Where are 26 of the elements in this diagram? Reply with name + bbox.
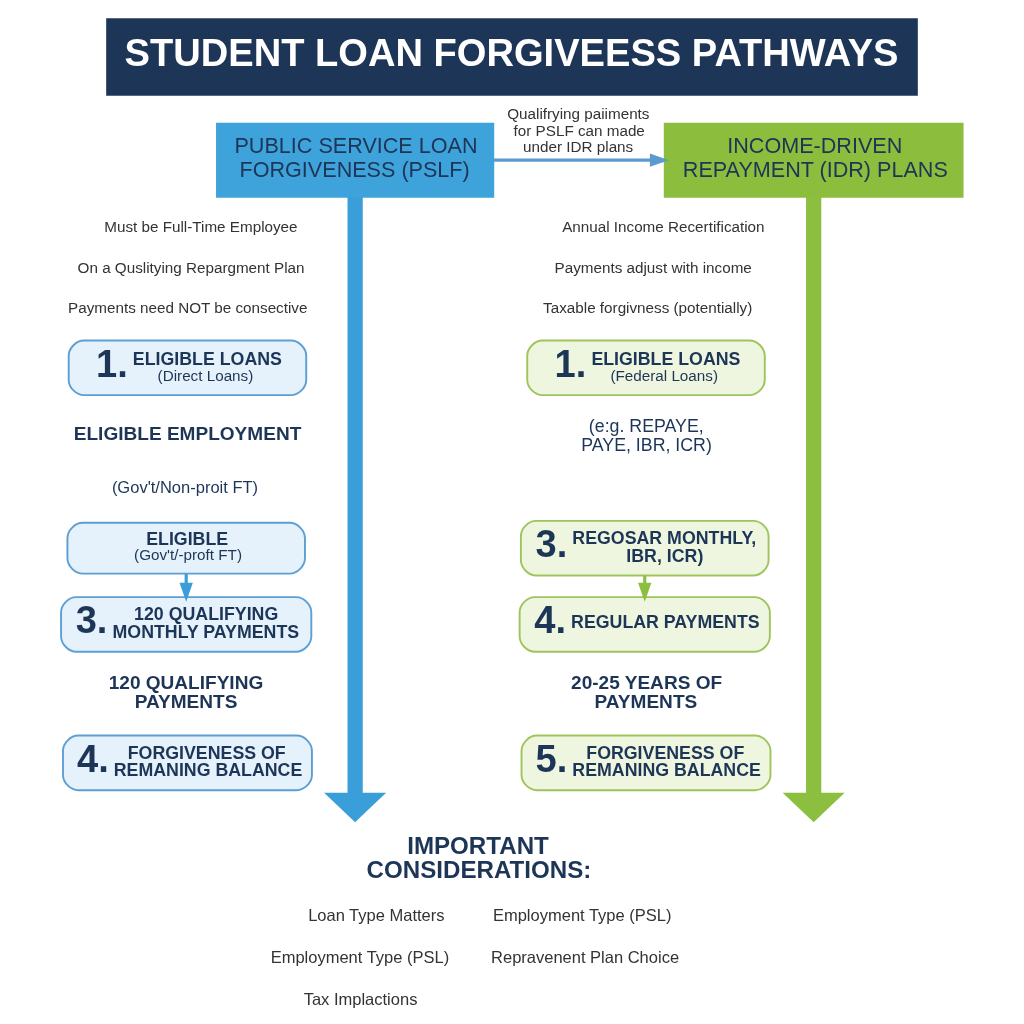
edge-label: Qualifrying paiiments for PSLF can made under IDR plans [507, 105, 650, 156]
node-box: INCOME-DRIVEN REPAYMENT (IDR) PLANS [663, 122, 964, 198]
node-box: 4.REGULAR PAYMENTS [518, 596, 771, 653]
label: 20-25 YEARS OF PAYMENTS [571, 671, 723, 712]
arrow [782, 197, 845, 823]
label: Annual Income Recertification [562, 218, 765, 236]
label: On a Quslitying Repargment Plan [77, 258, 305, 276]
label: Payments need NOT be consective [68, 299, 308, 317]
label: Must be Full-Time Employee [104, 218, 298, 236]
label: Tax Implactions [303, 989, 418, 1008]
label: 120 QUALIFYING PAYMENTS [108, 671, 264, 712]
label: Employment Type (PSL) [270, 948, 450, 967]
label: IMPORTANT CONSIDERATIONS: [366, 831, 592, 883]
node-box: PUBLIC SERVICE LOAN FORGIVENESS (PSLF) [216, 122, 495, 198]
arrow [324, 197, 387, 823]
node-box: ELIGIBLE (Gov't/-proft FT) [66, 521, 306, 575]
label: (e:g. REPAYE, PAYE, IBR, ICR) [581, 416, 712, 456]
label: Payments adjust with income [554, 258, 752, 276]
diagram-title: STUDENT LOAN FORGIVEESS PATHWAYS [124, 31, 899, 74]
label: Employment Type (PSL) [492, 906, 672, 925]
label: Loan Type Matters [308, 906, 445, 925]
label: Repravenent Plan Choice [491, 948, 680, 967]
label: Taxable forgivness (potentially) [543, 299, 753, 317]
arrow [493, 153, 669, 167]
label: (Gov't/Non-proit FT) [111, 478, 259, 497]
label: ELIGIBLE EMPLOYMENT [73, 423, 302, 445]
